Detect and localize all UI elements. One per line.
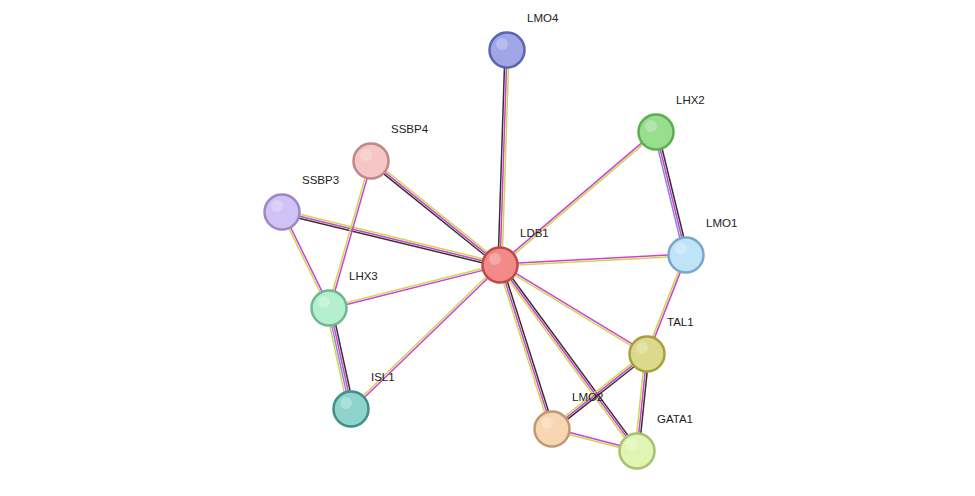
protein-node: LDB1 [482, 247, 518, 283]
evidence-line [291, 228, 322, 292]
node-label: SSBP4 [391, 123, 428, 135]
evidence-line [386, 171, 487, 252]
protein-node: SSBP4 [353, 143, 389, 179]
interaction-edge [637, 372, 647, 434]
evidence-line [507, 282, 548, 412]
interaction-edge [565, 364, 634, 420]
node-label: LHX3 [349, 270, 378, 282]
node-circle [629, 336, 665, 372]
protein-node: LMO2 [534, 411, 570, 447]
node-label: LHX2 [676, 94, 705, 106]
node-circle [668, 237, 704, 273]
node-circle [619, 433, 655, 469]
evidence-line [518, 257, 668, 265]
evidence-line [289, 229, 320, 293]
evidence-line [365, 278, 488, 397]
interaction-edge [658, 149, 683, 238]
protein-node: GATA1 [619, 433, 655, 469]
node-label: TAL1 [667, 316, 694, 328]
evidence-line [334, 325, 348, 391]
node-label: LMO4 [527, 12, 558, 24]
interaction-edge [569, 433, 620, 448]
evidence-line [569, 434, 619, 447]
node-label: SSBP3 [302, 174, 339, 186]
protein-node: ISL1 [333, 391, 369, 427]
evidence-line [662, 149, 683, 237]
evidence-line [300, 214, 483, 258]
evidence-line [299, 216, 482, 260]
evidence-line [505, 282, 546, 412]
node-label: GATA1 [657, 413, 693, 425]
evidence-line [516, 273, 632, 343]
evidence-line [570, 433, 620, 446]
evidence-line [658, 150, 679, 238]
evidence-line [567, 367, 634, 420]
node-circle [489, 32, 525, 68]
interaction-edge [499, 68, 509, 247]
evidence-line [346, 268, 482, 302]
evidence-line [503, 68, 509, 247]
evidence-line [363, 277, 486, 396]
node-circle [638, 114, 674, 150]
protein-node: LMO1 [668, 237, 704, 273]
node-circle [264, 194, 300, 230]
node-circle [482, 247, 518, 283]
interaction-edge [513, 143, 643, 254]
node-label: LDB1 [520, 227, 549, 239]
protein-node: LHX2 [638, 114, 674, 150]
node-circle [311, 290, 347, 326]
evidence-line [514, 144, 643, 254]
node-circle [333, 391, 369, 427]
node-circle [353, 143, 389, 179]
protein-node: TAL1 [629, 336, 665, 372]
node-label: LMO1 [706, 217, 737, 229]
protein-node: LHX3 [311, 290, 347, 326]
evidence-line [518, 255, 668, 263]
evidence-line [513, 143, 642, 253]
evidence-line [566, 365, 633, 418]
evidence-line [515, 275, 631, 345]
evidence-line [336, 325, 350, 391]
interaction-edge [330, 325, 350, 392]
evidence-line [330, 326, 344, 392]
node-label: ISL1 [371, 371, 395, 383]
evidence-line [637, 372, 643, 433]
evidence-line [299, 218, 482, 262]
protein-node: LMO4 [489, 32, 525, 68]
evidence-line [332, 326, 346, 392]
node-label: LMO2 [572, 391, 603, 403]
evidence-line [565, 364, 632, 417]
protein-node: SSBP3 [264, 194, 300, 230]
node-circle [534, 411, 570, 447]
interaction-edge [363, 277, 488, 397]
interaction-edge [289, 228, 322, 293]
interaction-edge [299, 214, 483, 262]
interaction-edge [518, 255, 668, 265]
evidence-line [660, 149, 681, 237]
